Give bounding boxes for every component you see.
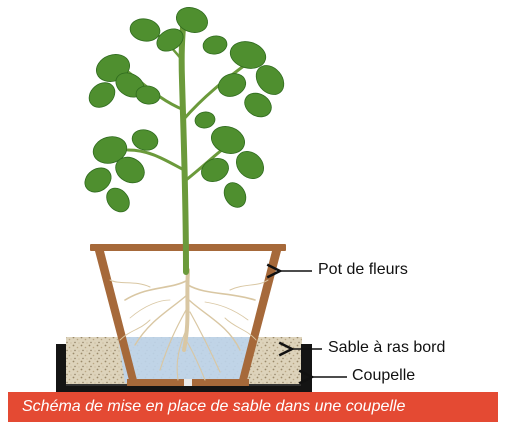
sand-label: Sable à ras bord bbox=[328, 339, 446, 356]
roots bbox=[109, 268, 269, 381]
caption-text: Schéma de mise en place de sable dans un… bbox=[22, 398, 406, 415]
saucer bbox=[56, 344, 312, 392]
leaves bbox=[84, 7, 285, 213]
flower-pot bbox=[90, 244, 286, 386]
caption-banner: Schéma de mise en place de sable dans un… bbox=[8, 392, 498, 422]
water-level bbox=[118, 337, 250, 383]
saucer-label: Coupelle bbox=[352, 367, 416, 384]
pot-label: Pot de fleurs bbox=[318, 261, 408, 278]
